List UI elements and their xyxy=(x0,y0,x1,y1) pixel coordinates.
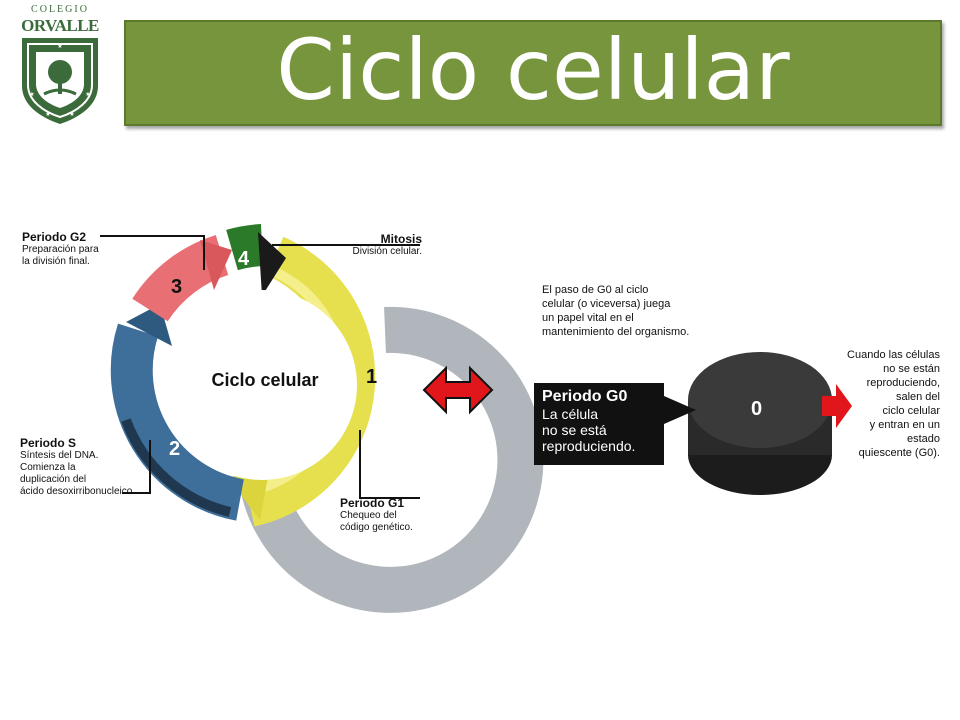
svg-text:★: ★ xyxy=(45,111,50,118)
g0-right-line: quiescente (G0). xyxy=(858,447,940,459)
g0-cylinder xyxy=(688,352,832,495)
g0-pointer xyxy=(664,396,696,424)
g0-desc-line: no se está xyxy=(542,422,607,438)
label-g2-title: Periodo G2 xyxy=(22,230,87,244)
g0-desc-line: reproduciendo. xyxy=(542,438,636,454)
school-logo: COLEGIO ORVALLE ★ ★ ★ ★ ★ xyxy=(12,4,108,128)
ring-shadow xyxy=(239,306,544,613)
label-s-line: Comienza la xyxy=(20,462,76,473)
label-g2: Periodo G2 Preparación para la división … xyxy=(22,230,132,268)
logo-name: ORVALLE xyxy=(21,16,99,35)
g0-right-line: no se están xyxy=(883,363,940,375)
g0-right-line: salen del xyxy=(895,391,940,403)
double-arrow-icon xyxy=(422,365,494,415)
g0-right-line: reproduciendo, xyxy=(866,377,940,389)
g0-note-line: un papel vital en el xyxy=(542,312,634,324)
g0-right-line: Cuando las células xyxy=(847,349,940,361)
label-mitosis-title: Mitosis xyxy=(380,232,422,246)
ring-segment-s xyxy=(110,323,245,521)
leader-s xyxy=(122,440,151,494)
cycle-center-label: Ciclo celular xyxy=(211,370,319,390)
label-mitosis-line: División celular. xyxy=(352,246,422,257)
g0-desc-line: La célula xyxy=(542,406,599,422)
phase-number-mitosis: 4 xyxy=(238,248,250,270)
phase-number-g2: 3 xyxy=(171,276,183,298)
shield-logo-icon: ★ ★ ★ ★ ★ xyxy=(22,38,98,124)
svg-text:★: ★ xyxy=(57,43,62,50)
g0-note-line: mantenimiento del organismo. xyxy=(542,326,690,338)
label-g1-line: Chequeo del xyxy=(340,510,397,521)
g0-note-line: celular (o viceversa) juega xyxy=(542,298,671,310)
g0-title: Periodo G0 xyxy=(542,388,628,405)
svg-text:★: ★ xyxy=(69,111,74,118)
label-g1-title: Periodo G1 xyxy=(340,496,405,510)
label-mitosis: Mitosis División celular. xyxy=(318,232,422,258)
ring-center xyxy=(167,290,357,480)
phase-number-g0: 0 xyxy=(751,398,763,420)
label-g1: Periodo G1 Chequeo del código genético. xyxy=(340,496,450,534)
g0-note-line: El paso de G0 al ciclo xyxy=(542,284,649,296)
g0-box: Periodo G0 La célula no se está reproduc… xyxy=(534,383,664,465)
label-s-line: duplicación del xyxy=(20,474,87,485)
label-s-line: Síntesis del DNA. xyxy=(20,450,99,461)
g0-right-line: estado xyxy=(906,433,940,445)
g0-right-line: y entran en un xyxy=(869,419,940,431)
logo-top-text: COLEGIO xyxy=(31,4,89,15)
label-g1-line: código genético. xyxy=(340,522,413,533)
label-g2-line: la división final. xyxy=(22,256,90,267)
label-s: Periodo S Síntesis del DNA. Comienza la … xyxy=(20,436,170,498)
phase-number-g1: 1 xyxy=(366,366,378,388)
title-banner: Ciclo celular xyxy=(124,20,942,126)
phase-number-s: 2 xyxy=(169,438,181,460)
label-s-line: ácido desoxirribonucleico. xyxy=(20,486,136,497)
svg-text:★: ★ xyxy=(29,91,34,98)
ring-segment-s-dark xyxy=(121,418,232,517)
g2-arrow-head xyxy=(200,240,232,290)
g0-note: El paso de G0 al ciclo celular (o viceve… xyxy=(542,283,742,339)
svg-text:★: ★ xyxy=(85,91,90,98)
g0-right-text: Cuando las células no se están reproduci… xyxy=(818,348,940,460)
red-arrow-icon xyxy=(822,384,852,428)
g0-right-line: ciclo celular xyxy=(882,405,940,417)
label-g2-line: Preparación para xyxy=(22,244,99,255)
leader-g1 xyxy=(359,430,420,499)
label-s-title: Periodo S xyxy=(20,436,77,450)
leader-g2 xyxy=(100,235,205,270)
page-title: Ciclo celular xyxy=(276,21,790,119)
mitosis-arrow-head xyxy=(258,232,286,296)
